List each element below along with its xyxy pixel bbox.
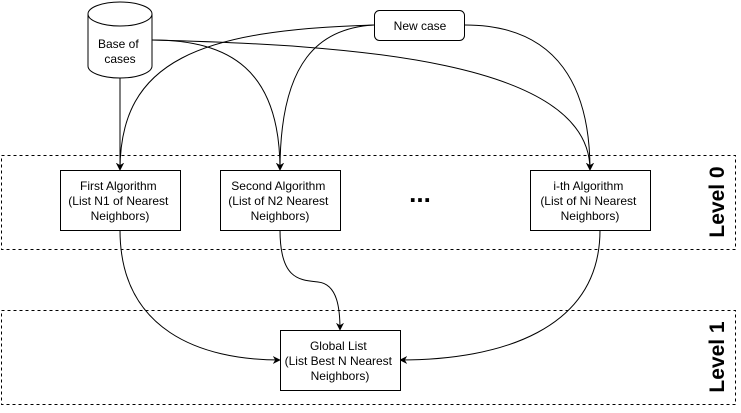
new-case-node[interactable]: New case <box>374 10 465 41</box>
edge-base-to-second <box>151 39 284 171</box>
svg-text:Base of cases: Base of cases <box>98 37 142 66</box>
base-of-cases-line-2: cases <box>104 52 135 66</box>
edge-newcase-to-first <box>116 24 375 171</box>
first-algorithm-node[interactable]: First Algorithm (List N1 of Nearest Neig… <box>60 170 181 231</box>
first-algorithm-line-3: Neighbors) <box>91 209 150 223</box>
edge-base-to-ith <box>151 39 594 171</box>
edge-first-to-global <box>119 229 281 364</box>
level-0-label: Level 0 <box>706 166 729 237</box>
edge-newcase-to-second <box>276 24 375 171</box>
svg-text:First Algorithm (List N1: First Algorithm (List N1 of Nearest Neig… <box>68 179 171 223</box>
edge-newcase-to-ith <box>464 24 594 171</box>
ith-algorithm-line-1: i-th Algorithm <box>553 179 623 193</box>
svg-text:Second Algorithm (List o: Second Algorithm (List of N2 Nearest Nei… <box>228 179 331 223</box>
global-list-line-1: Global List <box>310 339 367 353</box>
global-list-line-2: (List Best N Nearest <box>285 354 393 368</box>
base-of-cases-node[interactable]: Base of cases <box>87 1 153 79</box>
global-list-node[interactable]: Global List (List Best N Nearest Neighbo… <box>280 330 401 391</box>
second-algorithm-line-2: (List of N2 Nearest <box>228 194 329 208</box>
ith-algorithm-line-3: Neighbors) <box>561 209 620 223</box>
edge-second-to-global <box>279 229 344 331</box>
ellipsis-text: ... <box>409 178 431 208</box>
second-algorithm-line-3: Neighbors) <box>251 209 310 223</box>
level-1-zone: Level 1 <box>1 310 736 405</box>
level-1-label: Level 1 <box>706 321 729 393</box>
first-algorithm-line-1: First Algorithm <box>80 179 157 193</box>
base-of-cases-line-1: Base of <box>98 37 139 51</box>
ith-algorithm-node[interactable]: i-th Algorithm (List of Ni Nearest Neigh… <box>530 170 651 231</box>
svg-text:Global List (List Best N: Global List (List Best N Nearest Neighbo… <box>285 339 396 383</box>
ith-algorithm-line-2: (List of Ni Nearest <box>540 194 637 208</box>
second-algorithm-line-1: Second Algorithm <box>231 179 325 193</box>
edges <box>116 24 601 364</box>
edge-ith-to-global <box>399 229 601 364</box>
second-algorithm-node[interactable]: Second Algorithm (List of N2 Nearest Nei… <box>220 170 341 231</box>
first-algorithm-line-2: (List N1 of Nearest <box>68 194 169 208</box>
svg-text:i-th Algorithm (List of: i-th Algorithm (List of Ni Nearest Neigh… <box>540 179 639 223</box>
new-case-label: New case <box>394 19 447 33</box>
global-list-line-3: Neighbors) <box>311 369 370 383</box>
level-0-zone: Level 0 <box>1 155 736 250</box>
